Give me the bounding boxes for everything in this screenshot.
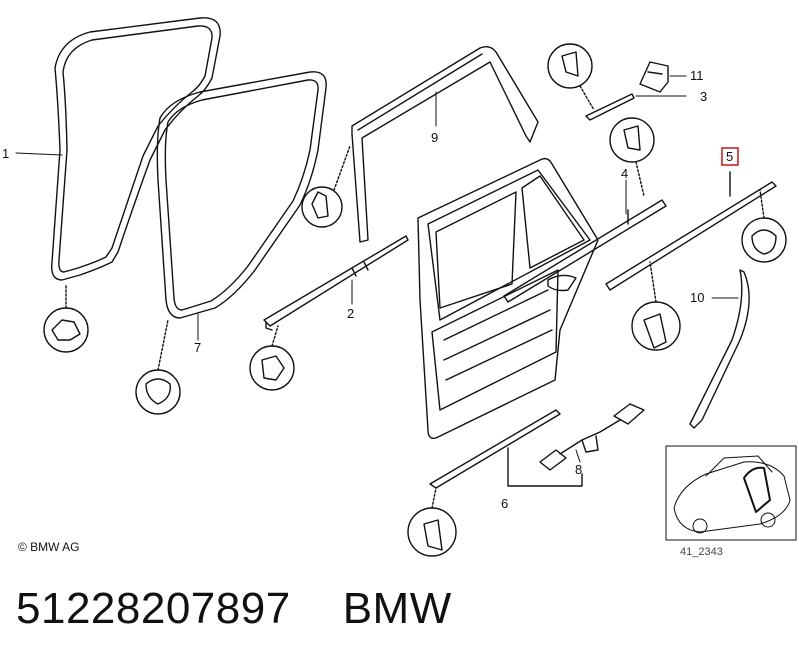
rear-door-shell <box>417 157 599 440</box>
car-thumbnail <box>665 445 797 541</box>
callout-labels: 1 7 9 2 11 3 4 5 10 6 8 <box>2 68 739 511</box>
part-3-strip <box>585 93 635 121</box>
callout-5-highlight-box <box>721 147 739 166</box>
parts-diagram: 1 7 9 2 11 3 4 5 10 6 8 <box>2 17 797 557</box>
part-6-lower-strip <box>429 409 583 489</box>
callout-9: 9 <box>431 130 438 145</box>
part-10-seal <box>689 269 750 429</box>
callout-1: 1 <box>2 146 9 161</box>
part-number: 51228207897 <box>16 584 291 633</box>
callout-4: 4 <box>621 166 628 181</box>
part-11-clip <box>639 61 669 93</box>
callout-10: 10 <box>690 290 704 305</box>
part-2-strip <box>263 235 409 331</box>
callout-7: 7 <box>194 340 201 355</box>
callout-11: 11 <box>690 68 704 83</box>
brand-name: BMW <box>342 584 452 633</box>
part-8-check-strap <box>539 403 645 471</box>
part-7-door-seal <box>156 71 327 319</box>
diagram-reference-code: 41_2343 <box>680 546 723 558</box>
callout-2: 2 <box>347 306 354 321</box>
callout-3: 3 <box>700 89 707 104</box>
callout-5: 5 <box>726 149 733 164</box>
callout-8: 8 <box>575 462 582 477</box>
part-5-moulding <box>605 171 777 291</box>
footer-caption: 51228207897 BMW <box>16 584 504 634</box>
part-4-belt-moulding <box>503 199 667 303</box>
copyright-notice: © BMW AG <box>18 540 80 554</box>
detail-circles <box>43 43 787 557</box>
part-1-door-seal <box>51 17 221 281</box>
leader-lines <box>15 75 739 463</box>
callout-6: 6 <box>501 496 508 511</box>
part-9-window-channel <box>351 45 539 243</box>
